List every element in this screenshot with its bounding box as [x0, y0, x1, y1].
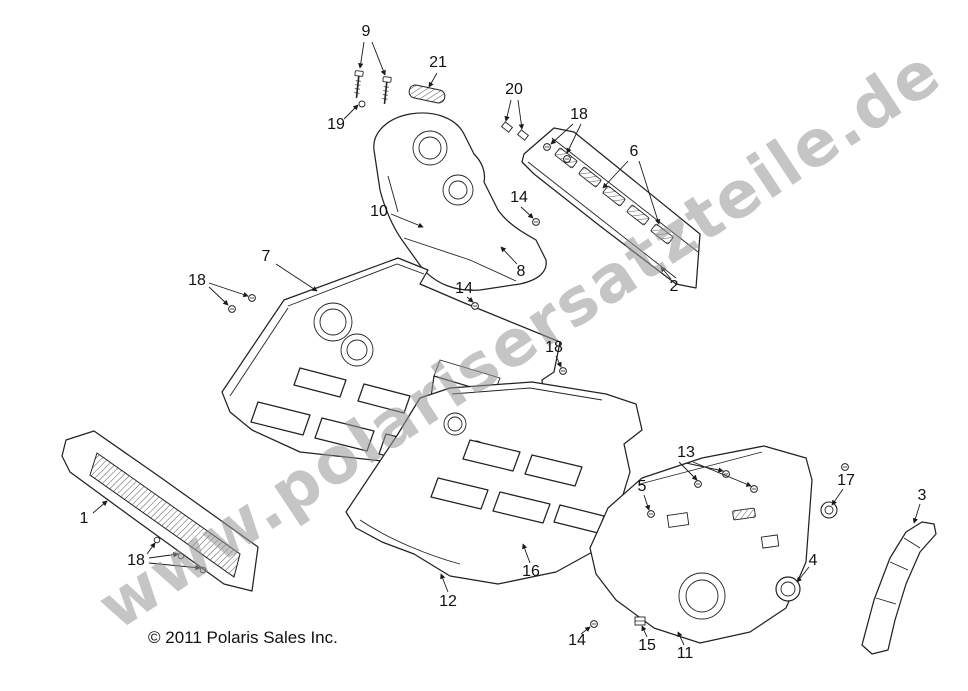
callout-3: 3	[917, 487, 927, 504]
push-clip	[634, 616, 646, 626]
callout-21: 21	[429, 54, 447, 71]
callout-20: 20	[505, 81, 523, 98]
hardware	[228, 69, 849, 628]
rear-closeoff-panel	[589, 445, 813, 644]
leader-lines	[92, 41, 921, 646]
callout-10: 10	[370, 203, 388, 220]
grommet	[820, 501, 838, 519]
callout-1: 1	[79, 510, 89, 527]
sill-strip	[861, 521, 937, 655]
callout-16: 16	[522, 563, 540, 580]
callout-4: 4	[808, 552, 818, 569]
console-pad	[408, 84, 446, 104]
copyright-text: © 2011 Polaris Sales Inc.	[148, 628, 338, 647]
callout-18: 18	[127, 552, 145, 569]
callout-14: 14	[568, 632, 586, 649]
retainer-clip	[500, 121, 530, 141]
callout-7: 7	[261, 248, 271, 265]
callout-5: 5	[637, 478, 647, 495]
callout-18: 18	[570, 106, 588, 123]
callout-8: 8	[516, 263, 526, 280]
callout-13: 13	[677, 444, 695, 461]
callout-17: 17	[837, 472, 855, 489]
callout-2: 2	[669, 278, 679, 295]
callout-14: 14	[455, 280, 473, 297]
callout-19: 19	[327, 116, 345, 133]
mount-bolt	[351, 69, 393, 108]
callout-18: 18	[545, 339, 563, 356]
left-rocker-panel	[61, 430, 259, 592]
callout-6: 6	[629, 143, 639, 160]
callout-18: 18	[188, 272, 206, 289]
callout-14: 14	[510, 189, 528, 206]
callout-11: 11	[676, 645, 694, 662]
callout-9: 9	[361, 23, 371, 40]
callout-12: 12	[439, 593, 457, 610]
callout-15: 15	[638, 637, 656, 654]
center-console	[373, 112, 547, 291]
dash-side-panel	[500, 121, 701, 289]
access-cap	[775, 576, 801, 602]
